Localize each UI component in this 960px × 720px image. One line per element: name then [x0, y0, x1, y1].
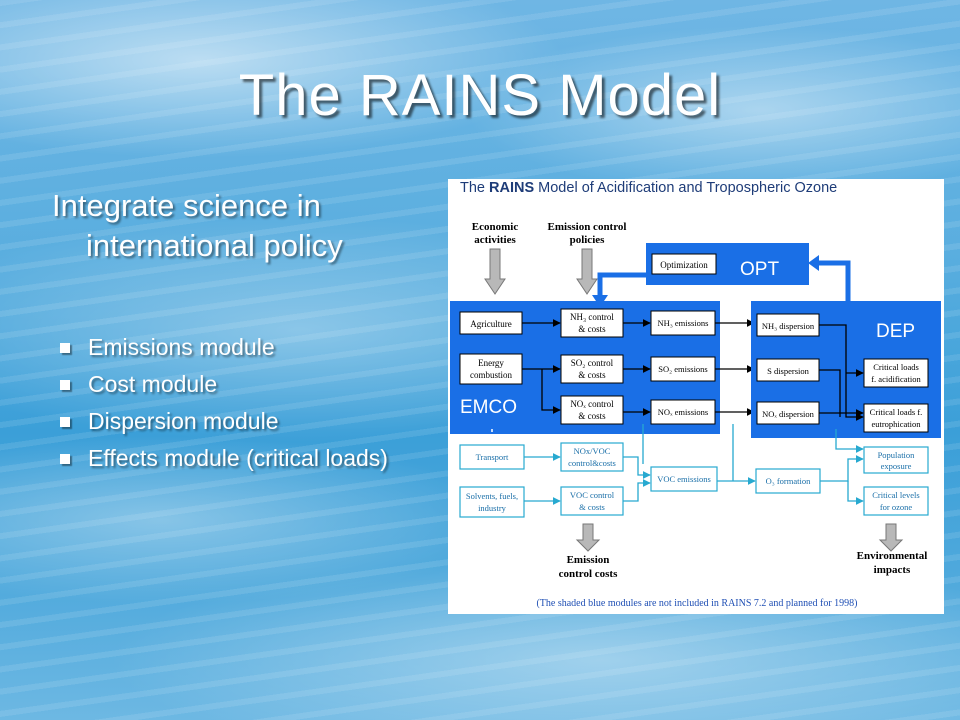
bullet-list: Emissions module Cost module Dispersion … — [58, 334, 388, 482]
square-bullet-icon — [60, 454, 70, 464]
optimization-box — [651, 253, 717, 275]
opt-label: OPT — [740, 259, 779, 280]
so2-emissions-label: SO₂ emissions — [658, 364, 708, 374]
square-bullet-icon — [60, 380, 70, 390]
bullet-item: Emissions module — [58, 334, 388, 360]
solvents-label-1: Solvents, fuels, — [466, 491, 518, 501]
bullet-text: Effects module (critical loads) — [88, 445, 388, 471]
slide-subtitle: Integrate science in international polic… — [52, 186, 432, 266]
arrowhead-icon — [808, 255, 819, 271]
slide-title: The RAINS Model — [238, 63, 722, 128]
o3-formation-label: O₃ formation — [766, 476, 811, 486]
subtitle-line-1: Integrate science in — [52, 188, 321, 223]
input-economic-line1: Economic — [472, 221, 519, 233]
square-bullet-icon — [60, 343, 70, 353]
output-impacts-line2: impacts — [874, 564, 911, 576]
nox-control-box — [560, 395, 624, 425]
energy-box — [459, 353, 523, 385]
noxvoc-label-1: NOx/VOC — [574, 446, 611, 456]
rains-diagram: The RAINS Model of Acidification and Tro… — [448, 179, 944, 614]
energy-label-2: combustion — [470, 370, 512, 380]
feedback-arrow-left — [597, 272, 646, 299]
bullet-item: Cost module — [58, 371, 388, 397]
rains-diagram-svg: The RAINS Model of Acidification and Tro… — [450, 180, 941, 609]
diagram-footnote: (The shaded blue modules are not include… — [536, 598, 857, 609]
so2-control-label-2: & costs — [578, 370, 606, 380]
nox-control-label-2: & costs — [578, 411, 606, 421]
cyan-arrows — [524, 424, 864, 505]
nox-control-label-1: NOₓ control — [570, 399, 614, 409]
energy-label-1: Energy — [478, 358, 504, 368]
bullet-item: Effects module (critical loads) — [58, 445, 388, 471]
down-arrow-icon — [878, 523, 904, 552]
output-impacts-line1: Environmental — [857, 550, 928, 562]
critical-loads-acid-label-2: f. acidification — [871, 374, 921, 384]
voc-control-label-2: & costs — [579, 502, 605, 512]
so2-control-label-1: SO₂ control — [571, 358, 614, 368]
feedback-arrow-right — [815, 260, 851, 309]
square-bullet-icon — [60, 417, 70, 427]
subtitle-line-2: international policy — [86, 228, 343, 263]
down-arrow-icon — [576, 248, 598, 295]
input-emission-line1: Emission control — [548, 221, 627, 233]
input-emission-line2: policies — [570, 234, 606, 246]
critical-loads-acid-box — [863, 358, 929, 388]
s-dispersion-label: S dispersion — [767, 366, 810, 376]
so2-control-box — [560, 354, 624, 384]
bullet-text: Dispersion module — [88, 408, 279, 434]
nh3-control-label-2: & costs — [578, 324, 606, 334]
critical-loads-eutro-label-2: eutrophication — [871, 419, 921, 429]
bullet-item: Dispersion module — [58, 408, 388, 434]
critical-loads-acid-label-1: Critical loads — [873, 362, 919, 372]
diagram-title: The RAINS Model of Acidification and Tro… — [460, 180, 837, 196]
nh3-emissions-label: NH₃ emissions — [658, 318, 709, 328]
bullet-text: Cost module — [88, 371, 218, 397]
down-arrow-icon — [484, 248, 506, 295]
bullet-text: Emissions module — [88, 334, 275, 360]
emco-to-dep-arrows — [715, 319, 755, 416]
nox-dispersion-label: NOₓ dispersion — [762, 409, 815, 419]
nox-emissions-label: NOₓ emissions — [658, 407, 708, 417]
critical-levels-label-2: for ozone — [880, 502, 913, 512]
optimization-label: Optimization — [660, 260, 708, 270]
output-costs-line2: control costs — [559, 568, 618, 580]
nh3-emissions-box — [650, 310, 716, 336]
critical-loads-eutro-box — [863, 403, 929, 433]
emco-label: EMCO — [460, 397, 517, 418]
solvents-label-2: industry — [478, 503, 507, 513]
down-arrow-icon — [575, 523, 601, 552]
noxvoc-label-2: control&costs — [568, 458, 616, 468]
emco-arrows — [522, 319, 651, 416]
agriculture-label: Agriculture — [470, 319, 511, 329]
dep-arrows — [819, 324, 864, 421]
output-costs-line1: Emission — [567, 554, 610, 566]
so2-emissions-box — [650, 356, 716, 382]
transport-label: Transport — [476, 452, 509, 462]
nox-emissions-box — [650, 399, 716, 425]
voc-emissions-label: VOC emissions — [657, 474, 711, 484]
population-label-1: Population — [878, 450, 916, 460]
lower-boxes — [459, 442, 929, 518]
critical-levels-label-1: Critical levels — [872, 490, 919, 500]
population-label-2: exposure — [881, 461, 912, 471]
nh3-dispersion-label: NH₃ dispersion — [762, 321, 815, 331]
critical-loads-eutro-label-1: Critical loads f. — [870, 407, 923, 417]
input-economic-line2: activities — [474, 234, 516, 246]
nh3-control-label-1: NH₃ control — [570, 312, 614, 322]
voc-control-label-1: VOC control — [570, 490, 615, 500]
dep-label: DEP — [876, 321, 915, 342]
